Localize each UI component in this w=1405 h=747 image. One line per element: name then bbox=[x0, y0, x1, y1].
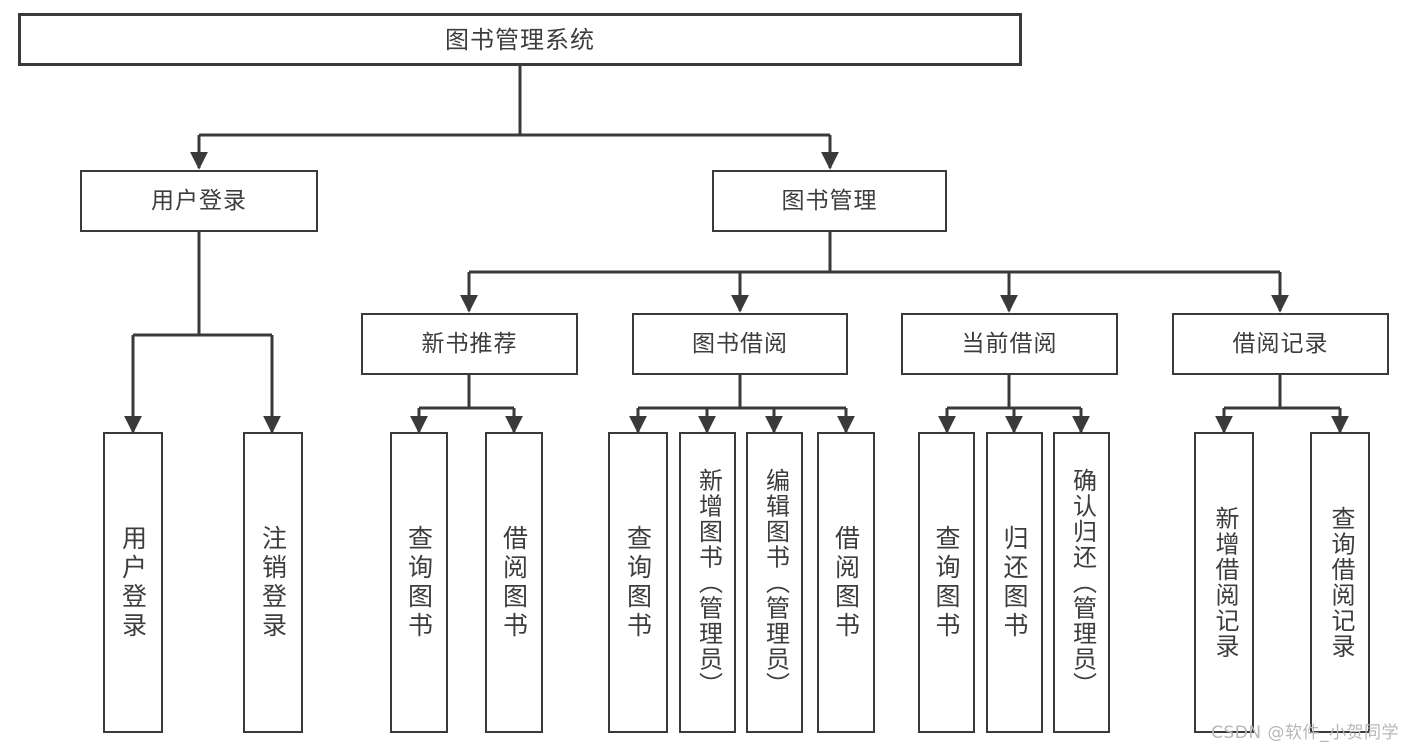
node-leaf-bb-edit[interactable]: 编辑图书（管理员） bbox=[746, 432, 803, 733]
node-leaf-logout[interactable]: 注销登录 bbox=[243, 432, 303, 733]
node-leaf-newbook-query-label: 查询图书 bbox=[404, 524, 434, 641]
node-book-manage[interactable]: 图书管理 bbox=[712, 170, 947, 232]
node-leaf-bb-borrow[interactable]: 借阅图书 bbox=[817, 432, 875, 733]
node-leaf-bb-borrow-label: 借阅图书 bbox=[831, 524, 861, 641]
node-current-borrow-label: 当前借阅 bbox=[961, 330, 1058, 357]
node-leaf-bb-add[interactable]: 新增图书（管理员） bbox=[679, 432, 736, 733]
node-user-login-label: 用户登录 bbox=[151, 187, 247, 214]
node-leaf-cb-confirm[interactable]: 确认归还（管理员） bbox=[1053, 432, 1110, 733]
node-new-book-recommend[interactable]: 新书推荐 bbox=[361, 313, 578, 375]
node-leaf-logout-label: 注销登录 bbox=[258, 524, 288, 641]
node-leaf-bb-add-label: 新增图书（管理员） bbox=[694, 467, 723, 698]
node-leaf-cb-return-label: 归还图书 bbox=[1000, 524, 1029, 641]
node-leaf-bb-query-label: 查询图书 bbox=[623, 524, 653, 641]
node-user-login[interactable]: 用户登录 bbox=[80, 170, 318, 232]
node-leaf-newbook-borrow[interactable]: 借阅图书 bbox=[485, 432, 543, 733]
node-leaf-cb-query-label: 查询图书 bbox=[932, 524, 961, 641]
node-root[interactable]: 图书管理系统 bbox=[18, 13, 1022, 66]
node-leaf-user-login-label: 用户登录 bbox=[118, 524, 148, 641]
node-leaf-br-query-label: 查询借阅记录 bbox=[1326, 506, 1355, 659]
node-leaf-bb-edit-label: 编辑图书（管理员） bbox=[761, 467, 790, 698]
watermark-text: CSDN @软件_小贺同学 bbox=[1211, 723, 1399, 743]
node-borrow-record-label: 借阅记录 bbox=[1232, 330, 1329, 357]
node-root-label: 图书管理系统 bbox=[445, 25, 595, 54]
node-current-borrow[interactable]: 当前借阅 bbox=[901, 313, 1118, 375]
node-book-borrow[interactable]: 图书借阅 bbox=[632, 313, 848, 375]
node-leaf-br-query[interactable]: 查询借阅记录 bbox=[1310, 432, 1370, 733]
node-leaf-user-login[interactable]: 用户登录 bbox=[103, 432, 163, 733]
node-leaf-br-add-label: 新增借阅记录 bbox=[1210, 506, 1239, 659]
node-book-manage-label: 图书管理 bbox=[781, 187, 878, 214]
node-new-book-recommend-label: 新书推荐 bbox=[421, 330, 518, 357]
node-borrow-record[interactable]: 借阅记录 bbox=[1172, 313, 1389, 375]
node-leaf-bb-query[interactable]: 查询图书 bbox=[608, 432, 668, 733]
node-leaf-newbook-borrow-label: 借阅图书 bbox=[499, 524, 529, 641]
node-leaf-cb-query[interactable]: 查询图书 bbox=[918, 432, 975, 733]
node-leaf-newbook-query[interactable]: 查询图书 bbox=[390, 432, 448, 733]
node-leaf-cb-confirm-label: 确认归还（管理员） bbox=[1068, 467, 1097, 698]
node-leaf-cb-return[interactable]: 归还图书 bbox=[986, 432, 1043, 733]
node-leaf-br-add[interactable]: 新增借阅记录 bbox=[1194, 432, 1254, 733]
node-book-borrow-label: 图书借阅 bbox=[692, 330, 788, 357]
